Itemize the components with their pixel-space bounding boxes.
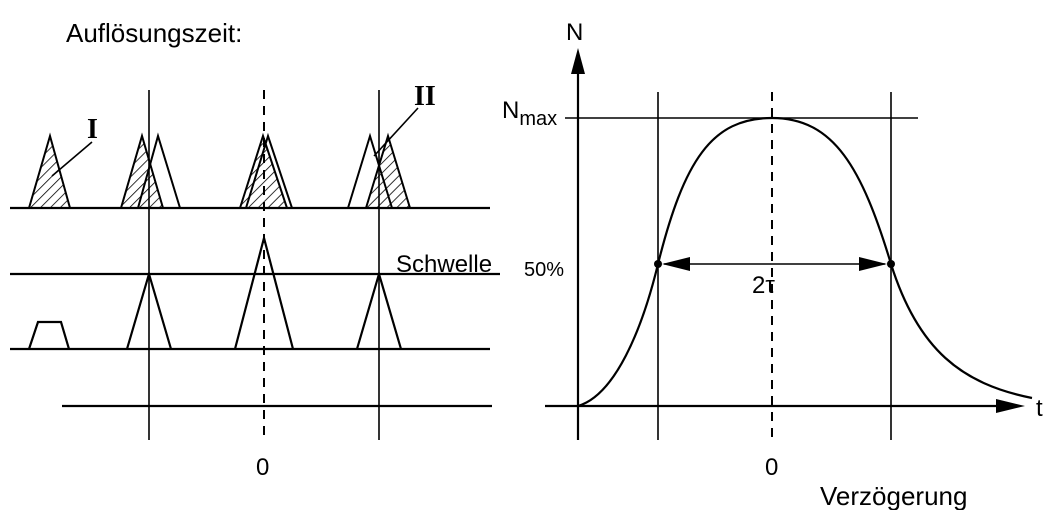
width-arrow-left-head <box>662 257 690 271</box>
pulse-group-left <box>27 132 72 209</box>
half-max-point-right <box>887 260 895 268</box>
pulse-I-hatched <box>27 132 72 209</box>
width-arrow-right-head <box>859 257 887 271</box>
pulse-group-center <box>238 132 294 209</box>
threshold-label: Schwelle <box>396 251 492 278</box>
half-max-point-left <box>654 260 662 268</box>
pulse-I-hatched-late <box>364 132 412 209</box>
coincidence-pulse-center <box>233 233 295 350</box>
pulse-group-early <box>119 132 182 209</box>
pulse-group-late <box>346 132 412 209</box>
label-II-leader <box>373 107 419 157</box>
pulse-label-II: II <box>414 81 436 112</box>
x-axis-label: t <box>1036 395 1043 422</box>
y-axis-arrow <box>571 48 585 74</box>
nmax-label: Nmax <box>502 97 557 130</box>
pulse-label-I: I <box>87 114 98 145</box>
pulse-II-outline-early <box>136 132 182 209</box>
coincidence-pulse-late <box>355 270 403 350</box>
response-curve <box>577 116 1033 408</box>
width-label-2tau: 2τ <box>752 272 775 299</box>
x-axis-caption: Verzögerung <box>820 481 967 510</box>
x-axis-arrow <box>996 399 1025 413</box>
y-axis-label: N <box>566 19 583 46</box>
left-axis-zero: 0 <box>256 454 269 481</box>
right-panel-delay-curve: N t Nmax 50% 2τ 0 Verzögerung <box>502 19 1043 510</box>
coincidence-rect-pulse <box>27 320 71 350</box>
right-axis-zero: 0 <box>765 454 778 481</box>
coincidence-pulse-early <box>125 270 173 350</box>
half-max-label: 50% <box>524 259 564 281</box>
left-panel-pulse-diagram: I II Schwelle 0 <box>10 81 500 481</box>
diagram-title: Auflösungszeit: <box>66 18 242 48</box>
label-I-leader <box>51 141 93 177</box>
pulse-II-outline-center <box>244 132 294 209</box>
